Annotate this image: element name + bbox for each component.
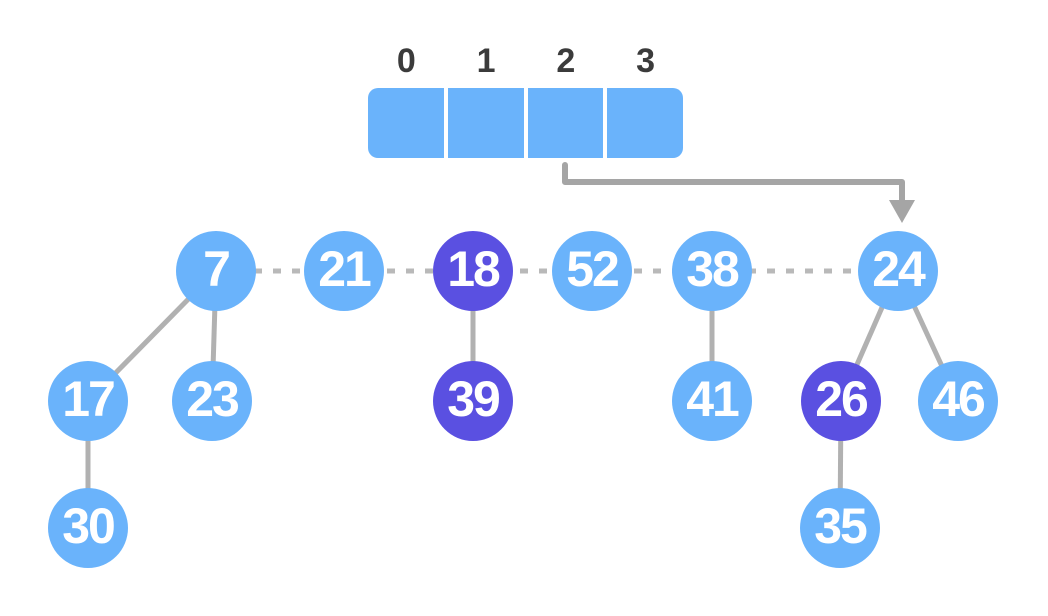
array-index-label-1: 1: [476, 42, 496, 80]
node-value: 7: [203, 241, 231, 297]
heap-node-17: 17: [48, 361, 128, 441]
node-value: 18: [447, 241, 501, 297]
node-value: 17: [62, 371, 116, 427]
heap-node-41: 41: [672, 361, 752, 441]
node-value: 21: [318, 241, 372, 297]
heap-node-24: 24: [858, 231, 938, 311]
heap-node-23: 23: [172, 361, 252, 441]
array-cell-1: [447, 88, 524, 158]
array-index-label-0: 0: [396, 42, 416, 80]
array-cell-0: [368, 88, 444, 158]
arrowhead-icon: [889, 200, 915, 223]
node-value: 39: [447, 371, 501, 427]
heap-node-46: 46: [918, 361, 998, 441]
node-value: 23: [186, 371, 240, 427]
heap-node-21: 21: [304, 231, 384, 311]
array-index-label-2: 2: [556, 42, 575, 80]
node-value: 38: [686, 241, 740, 297]
degree-array: [368, 88, 683, 158]
degree-array-labels: 0 1 2 3: [368, 44, 683, 78]
heap-node-7: 7: [176, 231, 256, 311]
heap-node-52: 52: [552, 231, 632, 311]
heap-node-35: 35: [800, 488, 880, 568]
array-cell-3: [607, 88, 683, 158]
node-value: 35: [814, 498, 868, 554]
heap-node-30: 30: [48, 488, 128, 568]
heap-node-39: 39: [433, 361, 513, 441]
node-value: 30: [62, 498, 116, 554]
node-value: 24: [872, 241, 926, 297]
heap-node-18: 18: [433, 231, 513, 311]
array-cell-2: [527, 88, 604, 158]
heap-node-26: 26: [801, 361, 881, 441]
node-value: 41: [686, 371, 740, 427]
array-pointer-arrow: [562, 162, 905, 205]
node-value: 52: [566, 241, 620, 297]
node-value: 26: [815, 371, 869, 427]
heap-node-38: 38: [672, 231, 752, 311]
node-value: 46: [932, 371, 986, 427]
array-index-label-3: 3: [636, 42, 655, 80]
